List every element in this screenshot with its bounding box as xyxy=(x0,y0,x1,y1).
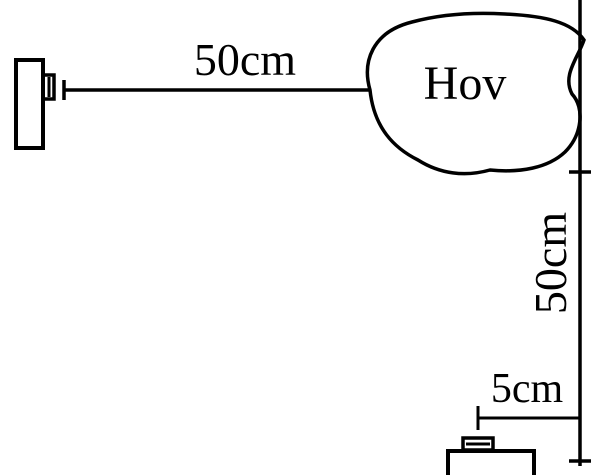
left-camera-lens xyxy=(41,73,56,101)
blob-label: Hov xyxy=(424,57,507,110)
bottom-camera-body xyxy=(446,449,536,475)
vertical-distance-label: 50cm xyxy=(525,212,576,314)
left-camera-body xyxy=(14,58,45,150)
head-blob xyxy=(365,11,586,176)
small-offset-label: 5cm xyxy=(491,366,564,412)
left-camera xyxy=(14,58,66,150)
bottom-camera xyxy=(446,436,536,475)
horizontal-distance-label: 50cm xyxy=(194,34,296,85)
